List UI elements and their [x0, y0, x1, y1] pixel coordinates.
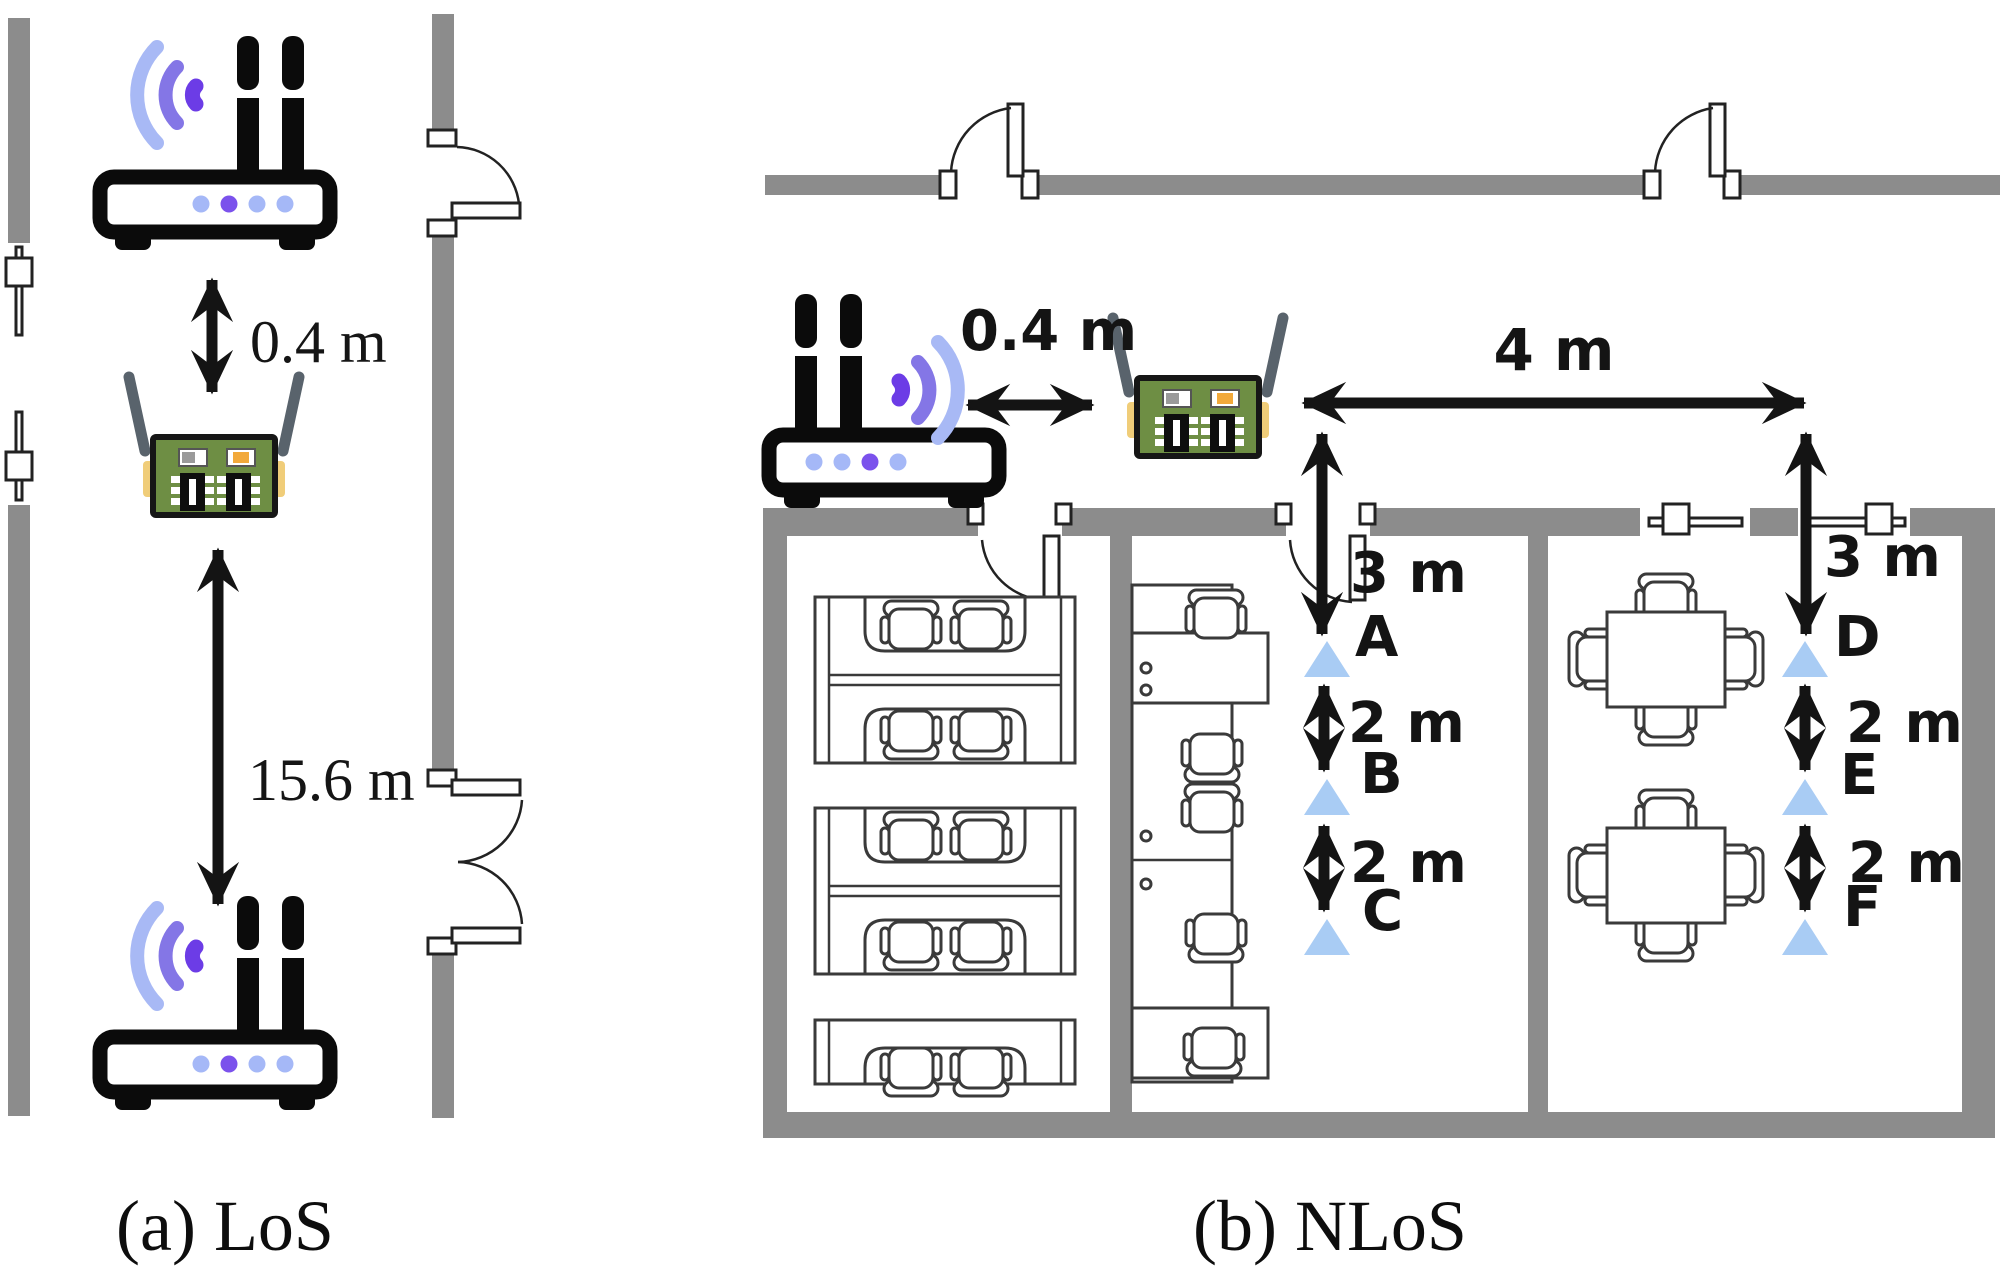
position-label-b: B: [1360, 742, 1403, 807]
desk-cluster-icon: [815, 808, 1075, 974]
distance-label-a-04m: 0.4 m: [250, 309, 387, 375]
distance-label-b-BC: 2 m: [1350, 831, 1467, 896]
window-icon: [4, 410, 34, 502]
distance-label-b-3m-D: 3 m: [1824, 525, 1941, 590]
position-marker-a: [1304, 641, 1350, 677]
wifi-signal-icon: [137, 908, 196, 1004]
distance-label-a-156m: 15.6 m: [248, 747, 415, 813]
distance-label-b-3m-A: 3 m: [1350, 541, 1467, 606]
panel-b-top-wall: [765, 102, 2000, 200]
csi-receiver-board-icon: [1113, 318, 1283, 456]
wifi-signal-icon: [899, 342, 958, 438]
position-label-a: A: [1355, 605, 1399, 670]
room-block-walls: [763, 508, 1995, 1138]
panel-a-caption: (a) LoS: [116, 1186, 334, 1266]
position-marker-f: [1782, 919, 1828, 955]
distance-label-b-4m: 4 m: [1494, 316, 1615, 384]
wifi-router-icon: [100, 36, 330, 250]
position-label-c: C: [1362, 879, 1403, 944]
distance-label-b-DE: 2 m: [1846, 691, 1963, 756]
door-icon: [966, 502, 1073, 602]
window-icon: [1640, 502, 1750, 536]
position-label-e: E: [1840, 743, 1878, 808]
position-label-f: F: [1843, 875, 1881, 940]
csi-receiver-board-icon: [129, 377, 299, 515]
desk-cluster-icon: [813, 1018, 1077, 1098]
double-door-icon: [426, 768, 524, 956]
distance-label-b-EF: 2 m: [1848, 831, 1965, 896]
wifi-signal-icon: [137, 47, 196, 143]
panel-b-caption: (b) NLoS: [1193, 1186, 1467, 1266]
meeting-table-icon: [1569, 790, 1763, 961]
window-icon: [1798, 502, 1910, 536]
position-marker-d: [1782, 641, 1828, 677]
distance-label-b-AB: 2 m: [1348, 691, 1465, 756]
door-icon: [426, 128, 522, 238]
window-icon: [4, 245, 34, 337]
position-label-d: D: [1834, 605, 1880, 670]
meeting-table-icon: [1569, 574, 1763, 745]
door-icon: [1642, 102, 1742, 200]
position-marker-e: [1782, 779, 1828, 815]
panel-a-left-wall: [4, 18, 34, 1116]
cubicle-desks-icon: [1130, 583, 1270, 1084]
desk-cluster-icon: [815, 597, 1075, 763]
door-icon: [938, 102, 1040, 200]
panel-a-right-wall: [426, 14, 524, 1118]
position-marker-b: [1304, 779, 1350, 815]
distance-label-b-04m: 0.4 m: [960, 299, 1137, 364]
wifi-router-icon: [100, 896, 330, 1110]
position-marker-c: [1304, 919, 1350, 955]
